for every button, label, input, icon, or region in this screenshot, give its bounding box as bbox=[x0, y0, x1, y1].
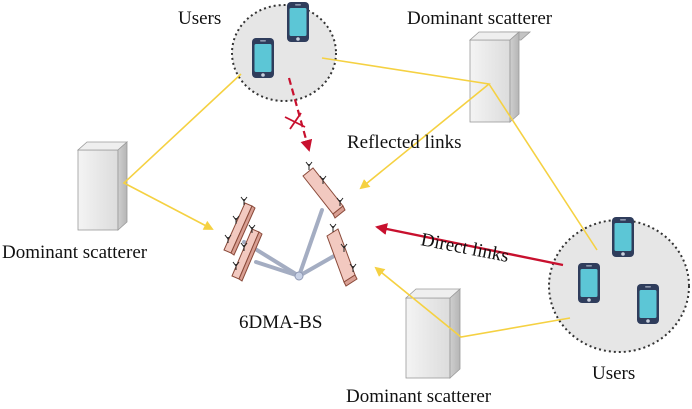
reflected-link-left bbox=[122, 73, 242, 230]
antenna-panel-icon bbox=[223, 196, 256, 256]
reflected-links-label: Reflected links bbox=[347, 132, 462, 153]
direct-link-arrow bbox=[375, 223, 564, 267]
antenna-panel-icon bbox=[231, 224, 263, 282]
cross-mark-icon bbox=[284, 112, 306, 130]
smartphone-icon bbox=[612, 217, 634, 257]
reflected-link-segment bbox=[488, 83, 598, 251]
scatterer-top-right bbox=[468, 31, 532, 123]
base-station-label: 6DMA-BS bbox=[239, 312, 322, 333]
scatterer-bottom bbox=[404, 288, 462, 379]
6dma-base-station bbox=[223, 161, 358, 287]
antenna-panel-icon bbox=[326, 223, 358, 287]
direct-links-label: Direct links bbox=[419, 229, 511, 267]
cluster-boundary bbox=[231, 4, 337, 102]
antenna-panel-icon bbox=[302, 161, 346, 219]
reflected-links bbox=[122, 57, 598, 338]
scatterer-left-label: Dominant scatterer bbox=[2, 242, 148, 263]
user-cluster-top bbox=[231, 2, 337, 102]
users-top-label: Users bbox=[178, 8, 221, 29]
smartphone-icon bbox=[252, 38, 274, 78]
users-right-label: Users bbox=[592, 363, 635, 384]
scatterer-top-right-label: Dominant scatterer bbox=[407, 8, 553, 29]
bs-hub bbox=[294, 271, 304, 281]
reflected-link-bottom bbox=[374, 266, 571, 338]
smartphone-icon bbox=[287, 2, 309, 42]
scatterer-bottom-label: Dominant scatterer bbox=[346, 386, 492, 407]
blocked-link bbox=[284, 77, 313, 152]
smartphone-icon bbox=[637, 284, 659, 324]
user-cluster-right bbox=[548, 217, 690, 353]
reflected-link-top bbox=[321, 57, 491, 190]
scatterer-left bbox=[76, 141, 129, 231]
smartphone-icon bbox=[578, 263, 600, 303]
